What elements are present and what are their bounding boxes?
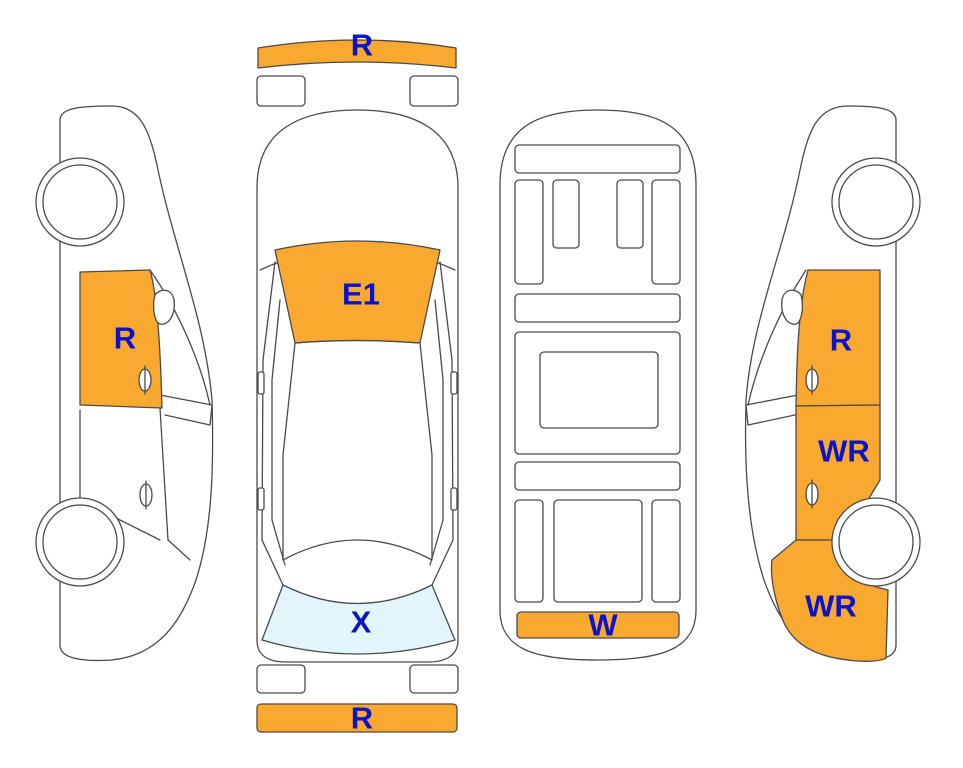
right-handle-front — [450, 371, 458, 395]
left-rear-handle — [139, 480, 153, 510]
left-rear-wheel-hub — [42, 504, 118, 580]
left-mirror — [153, 289, 175, 325]
left-front-door-label: R — [114, 321, 136, 356]
right-side-window-inner — [429, 299, 444, 566]
front-right-lamp — [409, 75, 459, 107]
underbody-rear-label: W — [588, 608, 618, 643]
left-side-window-inner — [271, 299, 286, 566]
underbody-front-right-rail — [651, 179, 681, 285]
right-rear-quarter-label: WR — [805, 589, 857, 624]
underbody-rear-zone[interactable] — [516, 611, 680, 639]
top-body-outline — [256, 109, 459, 663]
underbody-rear-right-rail — [651, 499, 681, 603]
rear-bumper-label: R — [351, 701, 373, 736]
underbody-rear-crossmember — [514, 461, 681, 491]
underbody-floor-center — [539, 351, 659, 429]
left-belt-line — [159, 394, 213, 426]
left-handle-front — [257, 371, 265, 395]
right-front-handle — [805, 365, 819, 395]
underbody-front-left-rail — [514, 179, 544, 285]
left-window-line — [149, 269, 211, 406]
rear-window-zone[interactable] — [261, 584, 456, 655]
right-front-door-label: R — [830, 323, 852, 358]
rear-right-lamp — [409, 664, 459, 694]
right-rear-door-label: WR — [818, 434, 870, 469]
front-bumper-label: R — [351, 28, 373, 63]
windshield-label: E1 — [342, 277, 380, 312]
underbody-mid-crossmember — [514, 293, 681, 323]
left-handle-rear — [257, 487, 265, 511]
right-belt-line — [745, 394, 799, 426]
left-rear-door-line — [159, 407, 191, 561]
underbody-rear-left-rail — [514, 499, 544, 603]
underbody-view — [499, 109, 697, 661]
rear-left-lamp — [256, 664, 306, 694]
left-side-window — [261, 261, 284, 586]
right-rear-handle — [805, 479, 819, 509]
front-bumper-zone[interactable] — [257, 39, 457, 69]
left-front-wheel-hub — [42, 164, 118, 240]
left-side-view — [35, 105, 214, 662]
right-side-window — [431, 261, 454, 586]
rear-bumper-zone[interactable] — [256, 703, 458, 733]
front-left-lamp — [256, 75, 306, 107]
left-front-handle — [138, 365, 152, 395]
top-view — [256, 39, 459, 733]
underbody-front-right-mount — [616, 179, 644, 249]
right-side-view — [744, 105, 921, 662]
right-front-wheel-hub — [838, 164, 914, 240]
rear-window-label: X — [351, 605, 372, 640]
underbody-front-left-mount — [552, 179, 580, 249]
underbody-spare-well — [553, 499, 643, 603]
right-handle-rear — [450, 487, 458, 511]
underbody-front-crossmember — [514, 144, 681, 174]
right-mirror — [781, 289, 803, 325]
right-window-line — [747, 269, 807, 406]
right-rear-wheel-hub — [838, 504, 914, 580]
